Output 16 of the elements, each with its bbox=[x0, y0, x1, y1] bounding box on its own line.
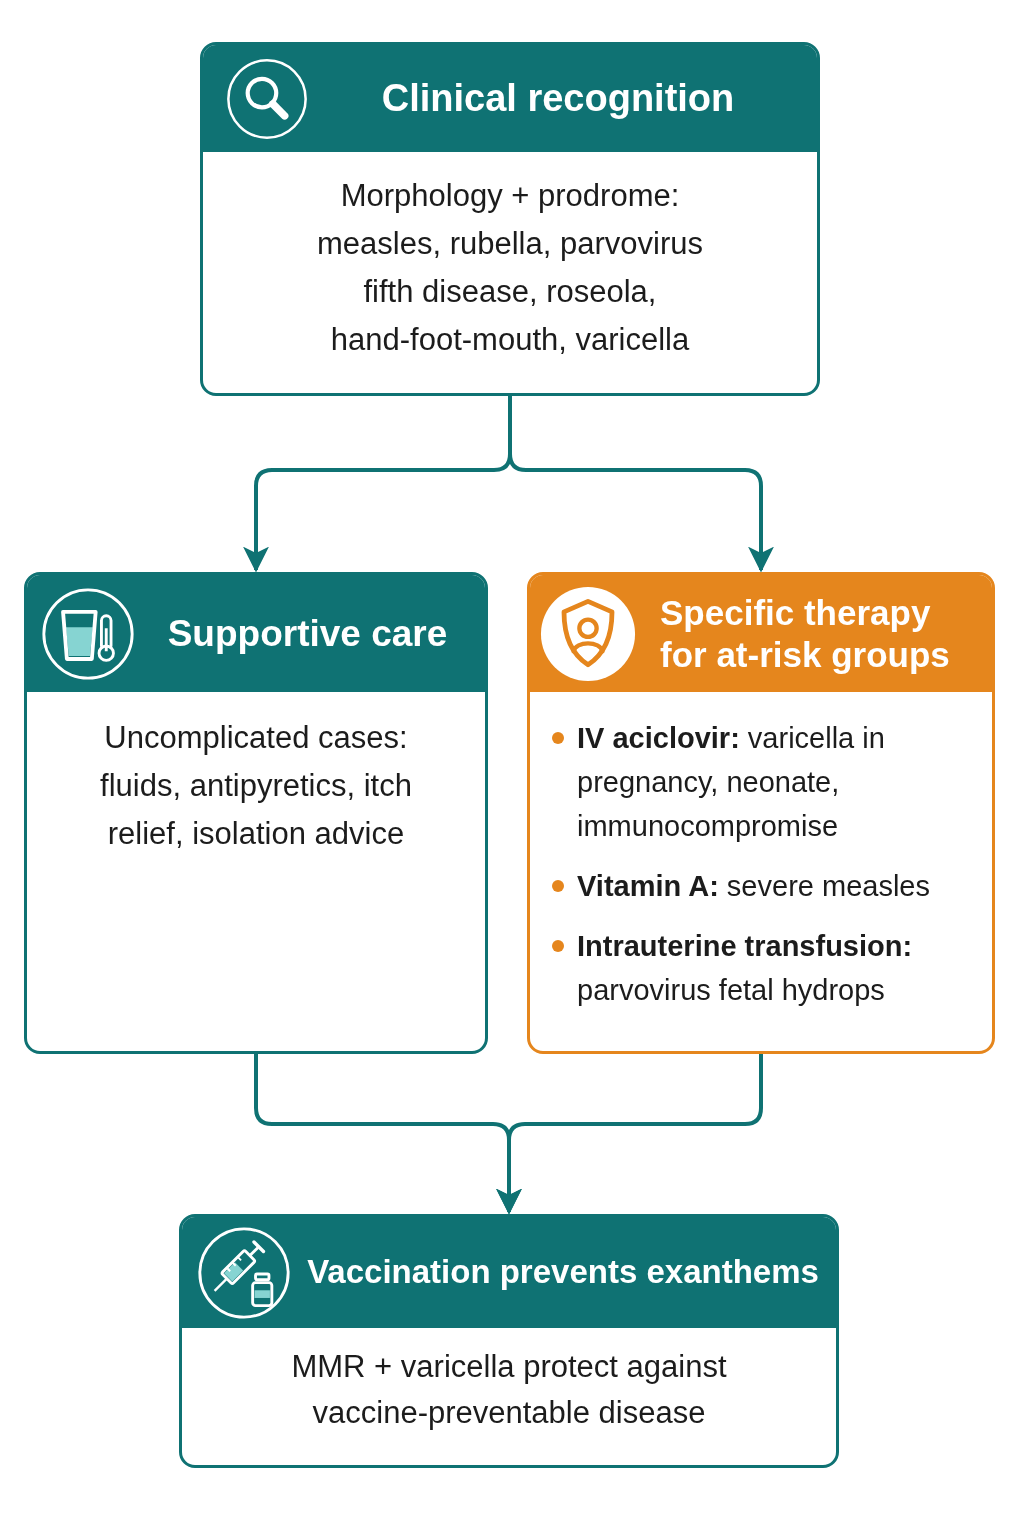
process-card bbox=[24, 572, 488, 1054]
bullet-text: Vitamin A: severe measles bbox=[577, 869, 930, 904]
card-body-text: MMR + varicella protect against vaccine-preventable disease bbox=[290, 1348, 728, 1432]
card-heading: Supportive care bbox=[166, 611, 449, 656]
card-heading: Clinical recognition bbox=[380, 76, 736, 121]
bullet-text: Intrauterine transfusion: parvovirus fetal hydrops bbox=[577, 929, 914, 1008]
card-body-text: Morphology + prodrome: measles, rubella, parvovirus fifth disease, roseola, hand-foot-mouth, varicella bbox=[316, 177, 704, 359]
process-card bbox=[527, 572, 995, 1054]
connector-arrow bbox=[496, 1054, 763, 1215]
card-body-text: Uncomplicated cases: fluids, antipyretics, itch relief, isolation advice bbox=[99, 719, 413, 853]
connector-arrow bbox=[508, 396, 774, 573]
process-card bbox=[200, 42, 820, 396]
process-card bbox=[179, 1214, 839, 1468]
card-heading: Specific therapy for at-risk groups bbox=[660, 592, 951, 675]
card-heading: Vaccination prevents exanthems bbox=[306, 1253, 820, 1292]
bullet-text: IV aciclovir: varicella in pregnancy, neonate, immunocompromise bbox=[577, 721, 886, 844]
